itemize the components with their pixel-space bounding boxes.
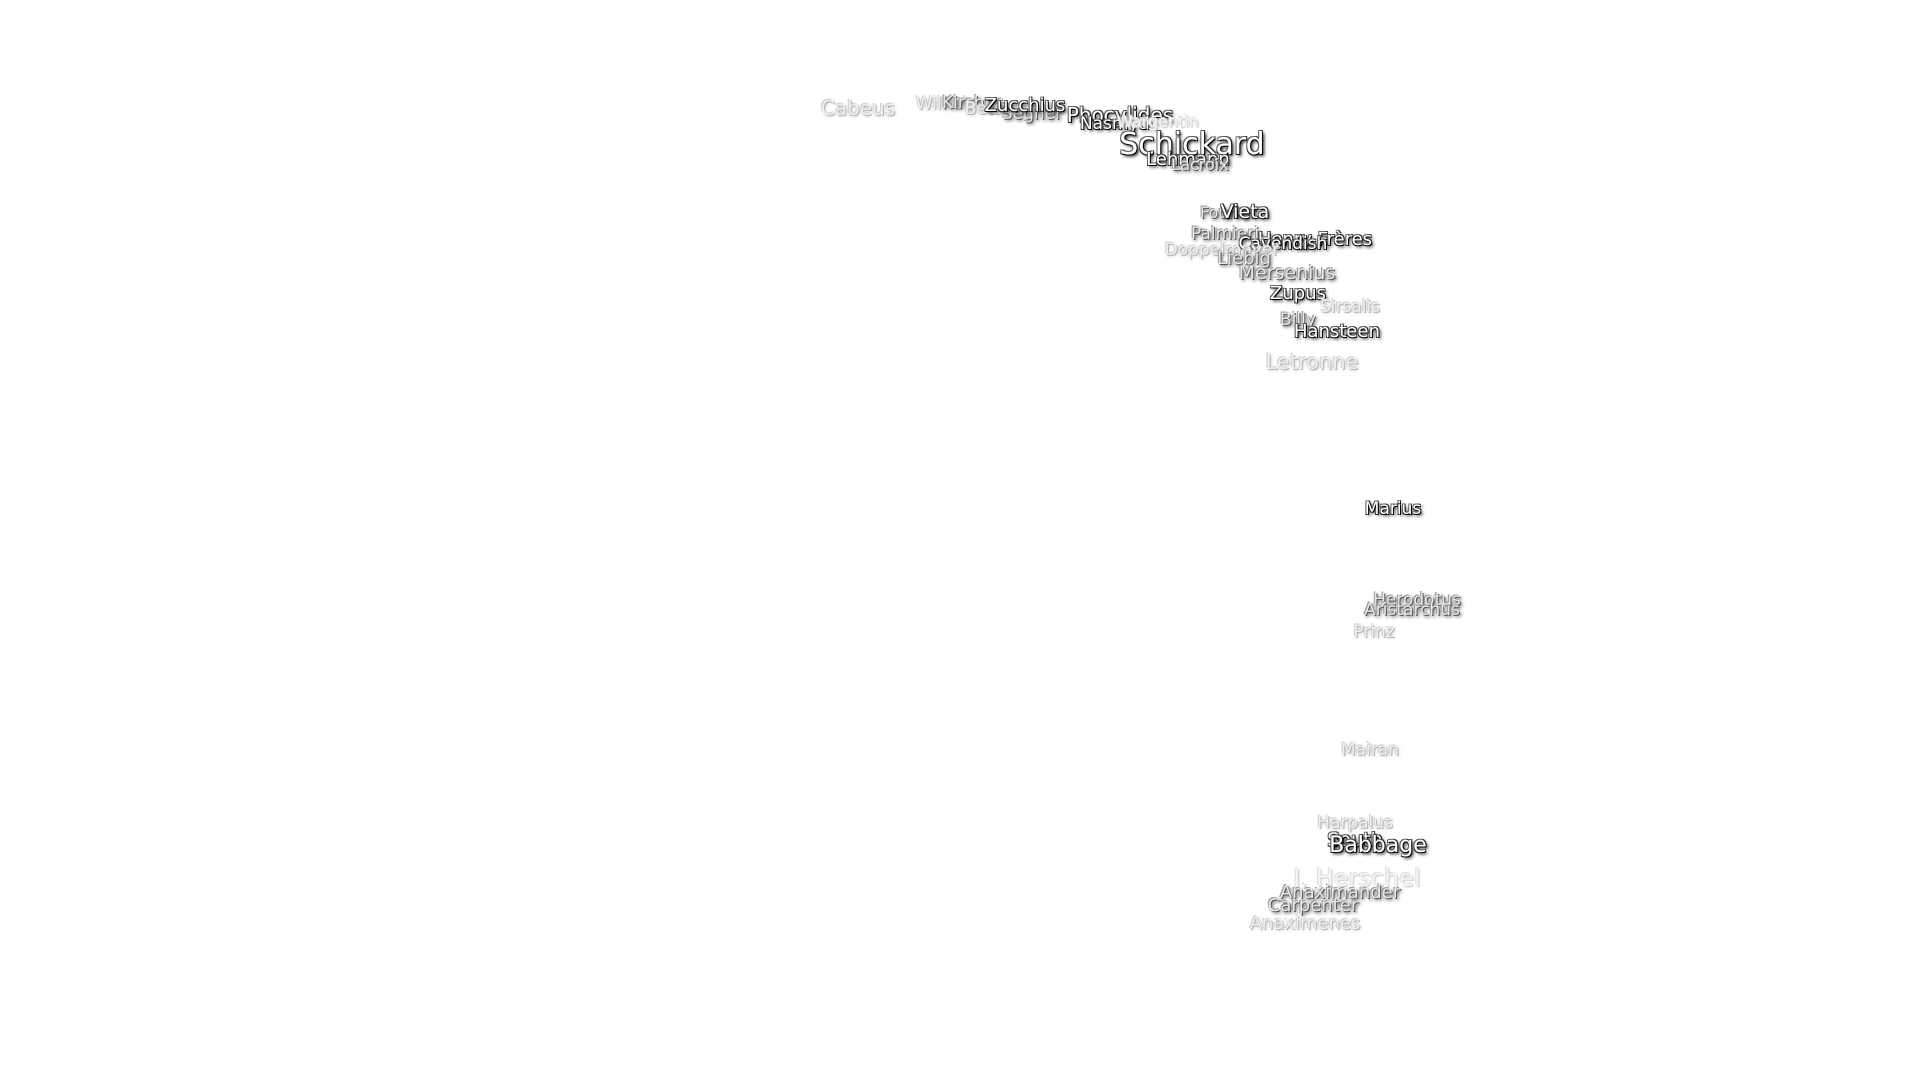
crater-label-vieta: Vieta xyxy=(1220,201,1270,223)
crater-label-herodotus: Herodotus xyxy=(1373,590,1461,610)
crater-label-letronne: Letronne xyxy=(1265,350,1359,374)
crater-label-anaximander: Anaximander xyxy=(1279,882,1401,903)
crater-label-zucchius: Zucchius xyxy=(984,95,1066,116)
crater-label-mersenius: Mersenius xyxy=(1238,262,1336,284)
crater-label-fourier: Fourier xyxy=(1199,203,1257,222)
crater-label-henry-freres: Henry Frères xyxy=(1257,229,1373,250)
crater-label-south: South xyxy=(1327,829,1383,851)
crater-label-zupus: Zupus xyxy=(1270,283,1326,304)
crater-label-marius: Marius xyxy=(1364,499,1422,519)
crater-label-carpenter: Carpenter xyxy=(1267,895,1359,916)
crater-label-cavendish: Cavendish xyxy=(1238,234,1328,254)
crater-label-lacroix: Lacroix xyxy=(1171,155,1229,174)
crater-label-mairan: Mairan xyxy=(1341,740,1399,760)
crater-label-babbage: Babbage xyxy=(1329,833,1427,858)
crater-label-segner: Segner xyxy=(1001,104,1063,124)
crater-label-cabeus: Cabeus xyxy=(820,96,896,120)
crater-label-j-herschel: J. Herschel xyxy=(1293,864,1421,892)
crater-label-anaximenes: Anaximenes xyxy=(1249,913,1361,934)
crater-label-prinz: Prinz xyxy=(1353,622,1395,642)
crater-label-liebig: Liebig xyxy=(1217,248,1271,269)
crater-label-doppelmayer: Doppelmayer xyxy=(1164,240,1280,260)
crater-label-palmieri: Palmieri xyxy=(1190,224,1260,244)
crater-label-sirsalis: Sirsalis xyxy=(1319,297,1381,317)
crater-label-hansteen: Hansteen xyxy=(1294,321,1380,342)
crater-label-kircher: Kircher xyxy=(941,93,1003,113)
crater-label-nasmyth: Nasmyth xyxy=(1079,114,1157,134)
crater-label-lehmann: Lehmann xyxy=(1146,149,1230,170)
crater-label-harpalus: Harpalus xyxy=(1317,813,1393,833)
crater-label-phocylides: Phocylides xyxy=(1066,103,1174,127)
crater-label-wilhelm: Wilhelm xyxy=(915,94,985,114)
crater-label-wargentin: Wargentin xyxy=(1117,112,1199,131)
crater-label-bettinus: Bettinus xyxy=(964,99,1036,119)
crater-label-billy: Billy xyxy=(1280,310,1316,330)
crater-label-schickard: Schickard xyxy=(1119,127,1265,162)
crater-label-aristarchus: Aristarchus xyxy=(1364,600,1460,620)
